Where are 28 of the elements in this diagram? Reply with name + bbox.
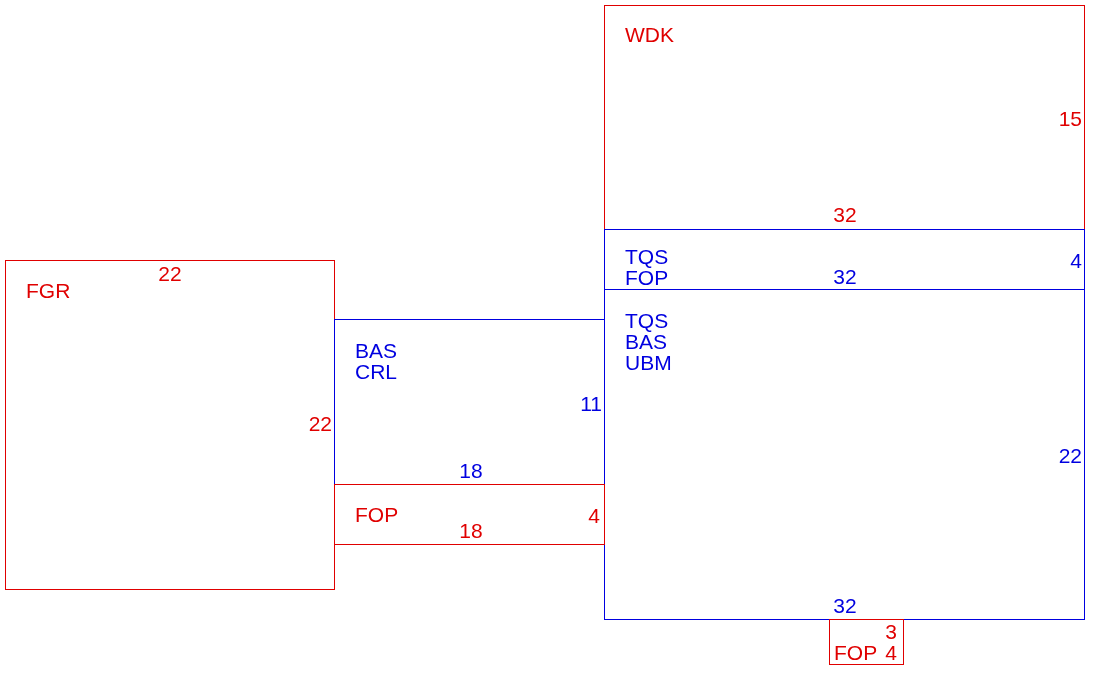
room-label: TQS BAS UBM	[625, 310, 672, 373]
room-label: FOP	[834, 642, 878, 663]
room-label: FGR	[26, 280, 71, 301]
dimension-label: 18	[459, 520, 483, 541]
dimension-label: 22	[1058, 445, 1082, 466]
room-outline	[604, 289, 1085, 620]
dimension-label: 4	[885, 642, 897, 663]
dimension-label: 32	[833, 595, 857, 616]
dimension-label: 11	[580, 393, 602, 414]
room-label: FOP	[355, 504, 399, 525]
room-outline	[829, 619, 904, 665]
room-outline	[604, 5, 1085, 230]
room-outline	[5, 260, 335, 590]
room-label: TQS FOP	[625, 246, 669, 288]
dimension-label: 32	[833, 266, 857, 287]
dimension-label: 22	[158, 263, 182, 284]
dimension-label: 4	[588, 505, 600, 526]
dimension-label: 15	[1058, 108, 1082, 129]
dimension-label: 3	[885, 621, 897, 642]
dimension-label: 22	[308, 413, 332, 434]
room-label: WDK	[625, 24, 674, 45]
dimension-label: 18	[459, 460, 483, 481]
room-label: BAS CRL	[355, 340, 398, 382]
dimension-label: 32	[833, 204, 857, 225]
dimension-label: 4	[1070, 250, 1082, 271]
room-outline	[334, 484, 605, 545]
room-outline	[334, 319, 605, 485]
room-outline	[604, 229, 1085, 290]
